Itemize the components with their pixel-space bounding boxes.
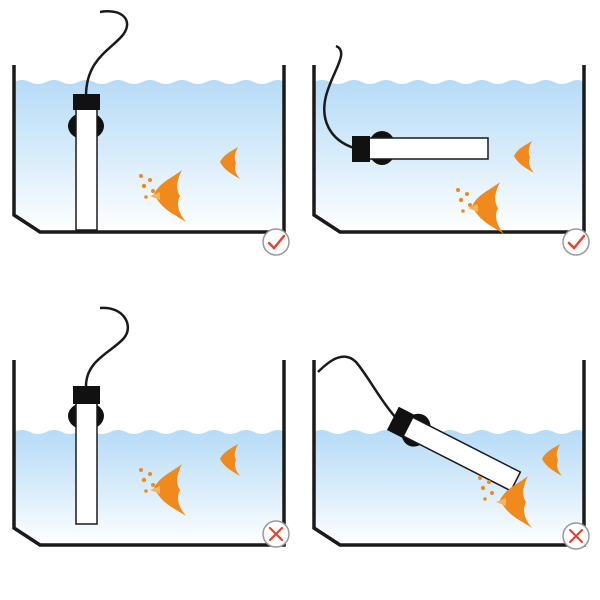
fish-small [542, 444, 562, 476]
heater [68, 10, 129, 231]
bubbles [139, 468, 155, 493]
tank-outline [312, 360, 586, 547]
power-cord [84, 10, 129, 97]
heater-cap [73, 94, 100, 110]
fish-large [496, 476, 532, 528]
check-icon [562, 228, 590, 256]
fish-small [514, 141, 534, 173]
fish-large [150, 464, 186, 516]
bubbles [139, 174, 155, 199]
heater [317, 355, 522, 492]
tank-outline [12, 65, 286, 234]
heater-tube [75, 399, 98, 525]
water [14, 430, 284, 545]
check-icon [262, 228, 290, 256]
heater-cap [73, 386, 100, 404]
power-cord [317, 355, 397, 419]
panel-4 [312, 355, 590, 550]
power-cord [323, 44, 355, 150]
tank-outline [312, 65, 586, 234]
fish-large [150, 170, 186, 222]
bubbles [478, 476, 494, 501]
heater-cap [386, 406, 415, 439]
panel-3 [12, 306, 290, 548]
heater-tube [75, 105, 98, 231]
fish-small [220, 147, 240, 179]
tank-outline [12, 360, 286, 547]
power-cord [84, 306, 130, 387]
fish-small [220, 444, 240, 476]
heater [68, 306, 130, 525]
heater-tube [365, 137, 489, 160]
heater [323, 44, 489, 165]
fish-large [468, 182, 504, 234]
cross-icon [262, 520, 290, 548]
panel-2 [312, 44, 590, 256]
water [14, 80, 284, 232]
bubbles [456, 188, 472, 213]
cross-icon [562, 522, 590, 550]
heater-cap [352, 136, 370, 162]
panel-1 [12, 10, 290, 256]
